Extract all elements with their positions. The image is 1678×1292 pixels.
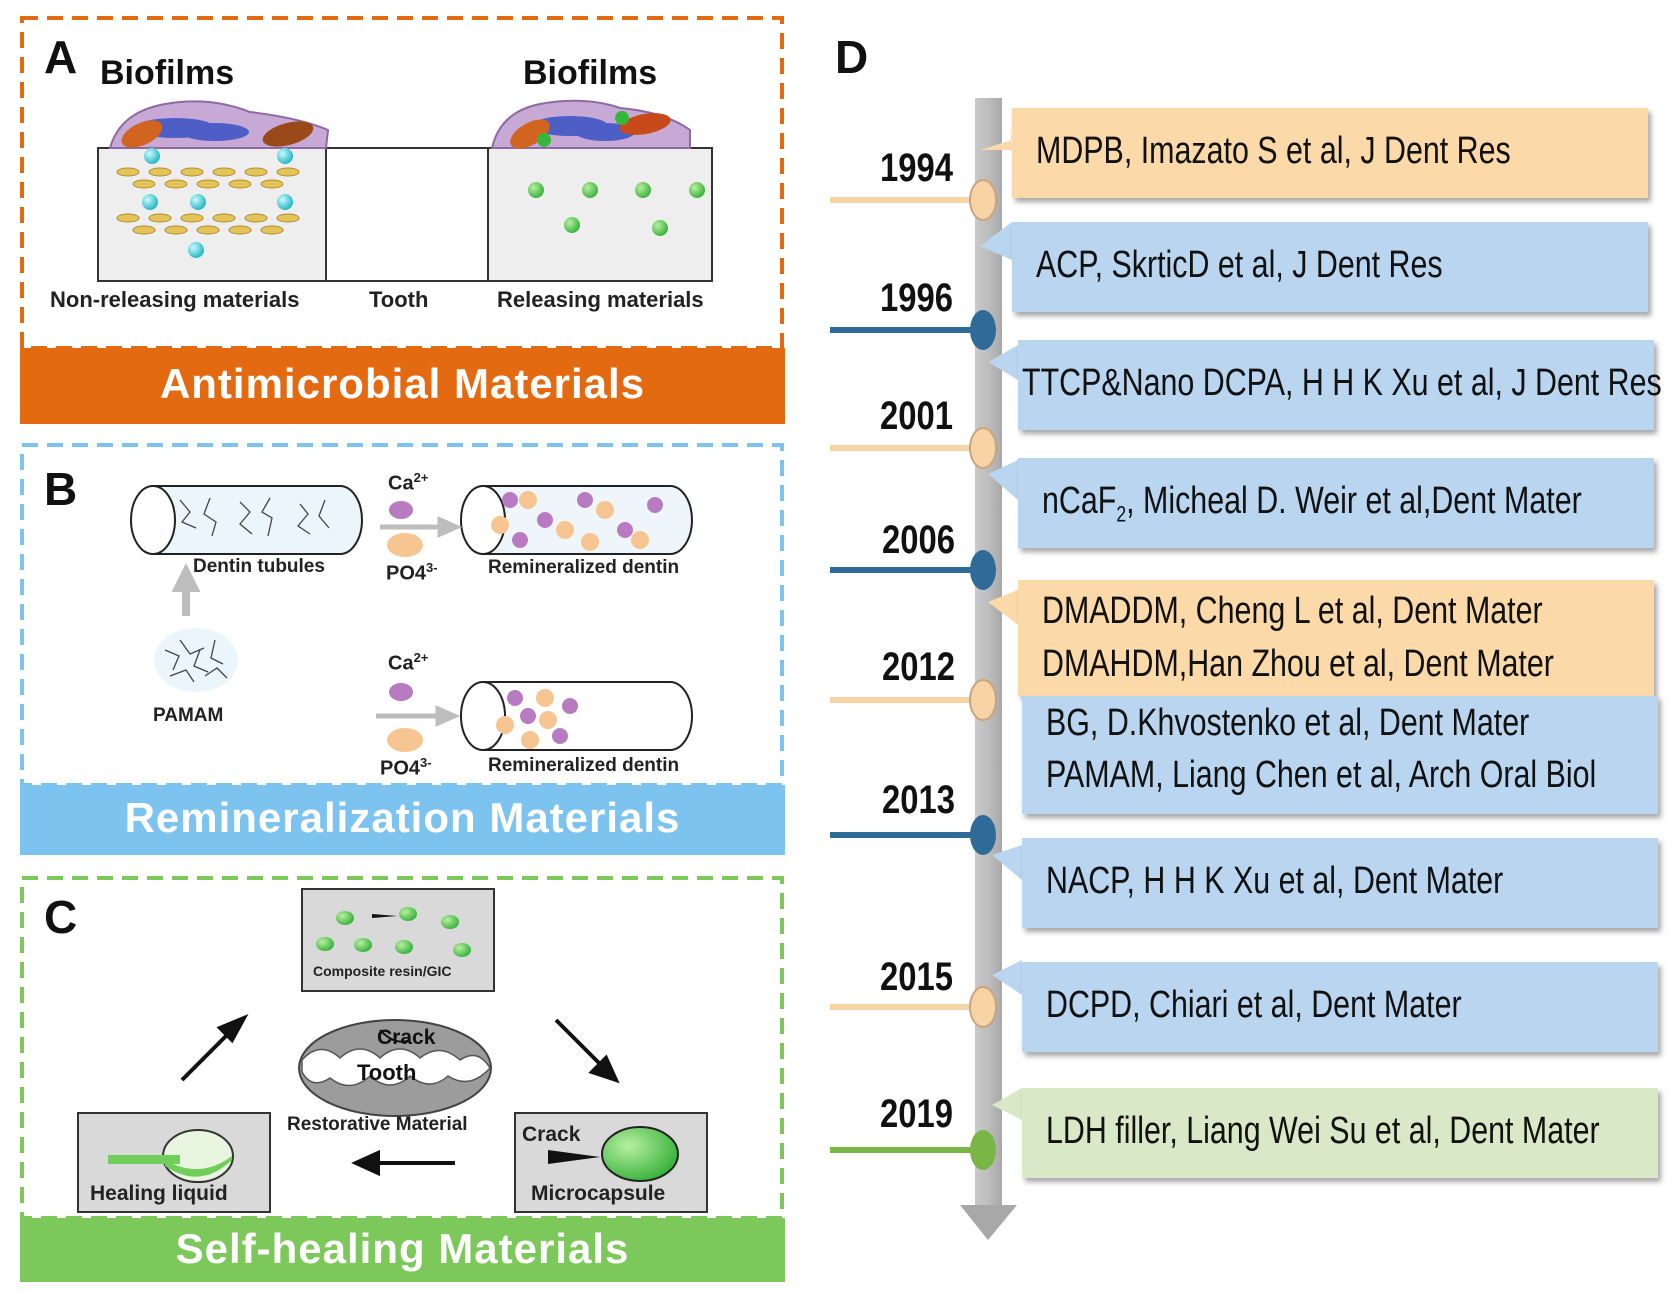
arrow-b-bottom [376,705,461,727]
self-healing-title: Self-healing Materials [175,1225,630,1272]
dentin-tubule [130,485,363,555]
restorative-label: Restorative Material [287,1114,468,1135]
panel-a-label: A [44,31,78,83]
remineralized-bottom-label: Remineralized dentin [488,755,680,776]
card-text-dmaddm: DMADDM, Cheng L et al, Dent Mater [1042,590,1543,632]
panel-a-title-bar [20,348,785,424]
ion-ca-bottom [389,683,413,701]
healing-liquid-label: Healing liquid [90,1182,228,1205]
year-2006: 2006 [882,518,955,562]
timeline-card-acp: ACP, SkrticD et al, J Dent Res [1012,222,1648,312]
panel-a-frame [20,16,784,350]
year-2019: 2019 [880,1092,953,1136]
card-text-bg: BG, D.Khvostenko et al, Dent Mater [1046,702,1530,744]
cycle-arrows [180,1013,620,1177]
releasing-block [487,147,713,282]
biofilms-left-label: Biofilms [100,54,235,92]
healing-capsule [108,1129,234,1183]
releasing-label: Releasing materials [497,287,704,312]
tooth-block [325,147,489,282]
timeline-card-nacp: NACP, H H K Xu et al, Dent Mater [1022,838,1658,928]
crack-right-label: Crack [522,1123,581,1146]
timeline-card-dmaddm: DMADDM, Cheng L et al, Dent Mater DMAHDM… [1018,580,1654,696]
polymer-chains [116,167,300,235]
card-text-nacp: NACP, H H K Xu et al, Dent Mater [1046,860,1504,902]
card-text-ldh: LDH filler, Liang Wei Su et al, Dent Mat… [1046,1110,1600,1152]
pamam-dendrimer [154,628,238,692]
timeline-markers [830,179,997,1170]
timeline-card-dcpd: DCPD, Chiari et al, Dent Mater [1022,962,1658,1052]
card-text-dmahdm: DMAHDM,Han Zhou et al, Dent Mater [1042,643,1554,685]
arrow-b-top [380,516,463,538]
year-2001: 2001 [880,394,953,438]
timeline-card-ttcp: TTCP&Nano DCPA, H H K Xu et al, J Dent R… [1018,340,1662,430]
year-2012: 2012 [882,645,955,689]
card-text-dcpd: DCPD, Chiari et al, Dent Mater [1046,984,1462,1026]
timeline-arrowhead [960,1205,1017,1240]
timeline-card-ncaf2: nCaF2, Micheal D. Weir et al,Dent Mater [1018,458,1654,548]
timeline-axis [975,98,1002,1208]
ca-label-top: Ca2+ [388,470,429,495]
year-1994: 1994 [880,146,953,190]
microcapsule-label: Microcapsule [531,1182,666,1205]
year-1996: 1996 [880,276,953,320]
released-ions [528,182,705,236]
card-text-ncaf2: nCaF2, Micheal D. Weir et al,Dent Mater [1042,480,1582,527]
composite-label: Composite resin/GIC [313,963,452,979]
card-text-pamam: PAMAM, Liang Chen et al, Arch Oral Biol [1046,754,1597,796]
panel-b-label: B [44,463,78,515]
card-pointers [980,128,1022,1120]
antimicrobial-title: Antimicrobial Materials [159,360,646,407]
remineralization-title: Remineralization Materials [124,794,681,841]
non-releasing-label: Non-releasing materials [50,287,300,312]
composite-crack [372,914,398,918]
tooth-label-a: Tooth [369,287,429,312]
microcapsule-crack [548,1150,600,1164]
timeline-card-ldh: LDH filler, Liang Wei Su et al, Dent Mat… [1022,1088,1658,1178]
timeline-card-bg-pamam: BG, D.Khvostenko et al, Dent Mater PAMAM… [1022,696,1658,814]
card-text-ttcp: TTCP&Nano DCPA, H H K Xu et al, J Dent R… [1022,362,1662,404]
panel-d-label: D [835,31,869,83]
microcapsule-sphere [601,1126,679,1182]
biofilms-right-label: Biofilms [523,54,658,92]
timeline-card-mdpb: MDPB, Imazato S et al, J Dent Res [1012,108,1648,198]
po4-label-bottom: PO43- [380,755,432,780]
remineralized-top-label: Remineralized dentin [488,557,680,578]
tooth-ellipse [298,1019,492,1117]
tooth-label-c: Tooth [357,1060,417,1085]
year-2015: 2015 [880,955,953,999]
crack-center-label: Crack [377,1026,436,1049]
arrow-b-up [171,563,201,616]
po4-label-top: PO43- [386,560,438,585]
bacteria-right [510,111,671,149]
panel-b-title-bar [20,785,785,855]
dentin-tubules-label: Dentin tubules [193,556,325,577]
ion-po4-top [387,533,423,557]
cation-markers [142,148,293,258]
remineralized-tubule-top [460,485,693,555]
remineralized-tubule-bottom [460,681,693,751]
panel-c-label: C [44,891,78,943]
ca-label-bottom: Ca2+ [388,650,429,675]
ion-po4-bottom [387,728,423,752]
card-text-acp: ACP, SkrticD et al, J Dent Res [1036,244,1443,286]
ion-ca-top [389,501,413,519]
bacteria-left [121,118,314,148]
panel-c-title-bar [20,1218,785,1282]
year-2013: 2013 [882,778,955,822]
composite-box [301,888,495,992]
composite-particles [316,907,471,957]
card-text-mdpb: MDPB, Imazato S et al, J Dent Res [1036,130,1511,172]
pamam-label: PAMAM [153,705,224,726]
